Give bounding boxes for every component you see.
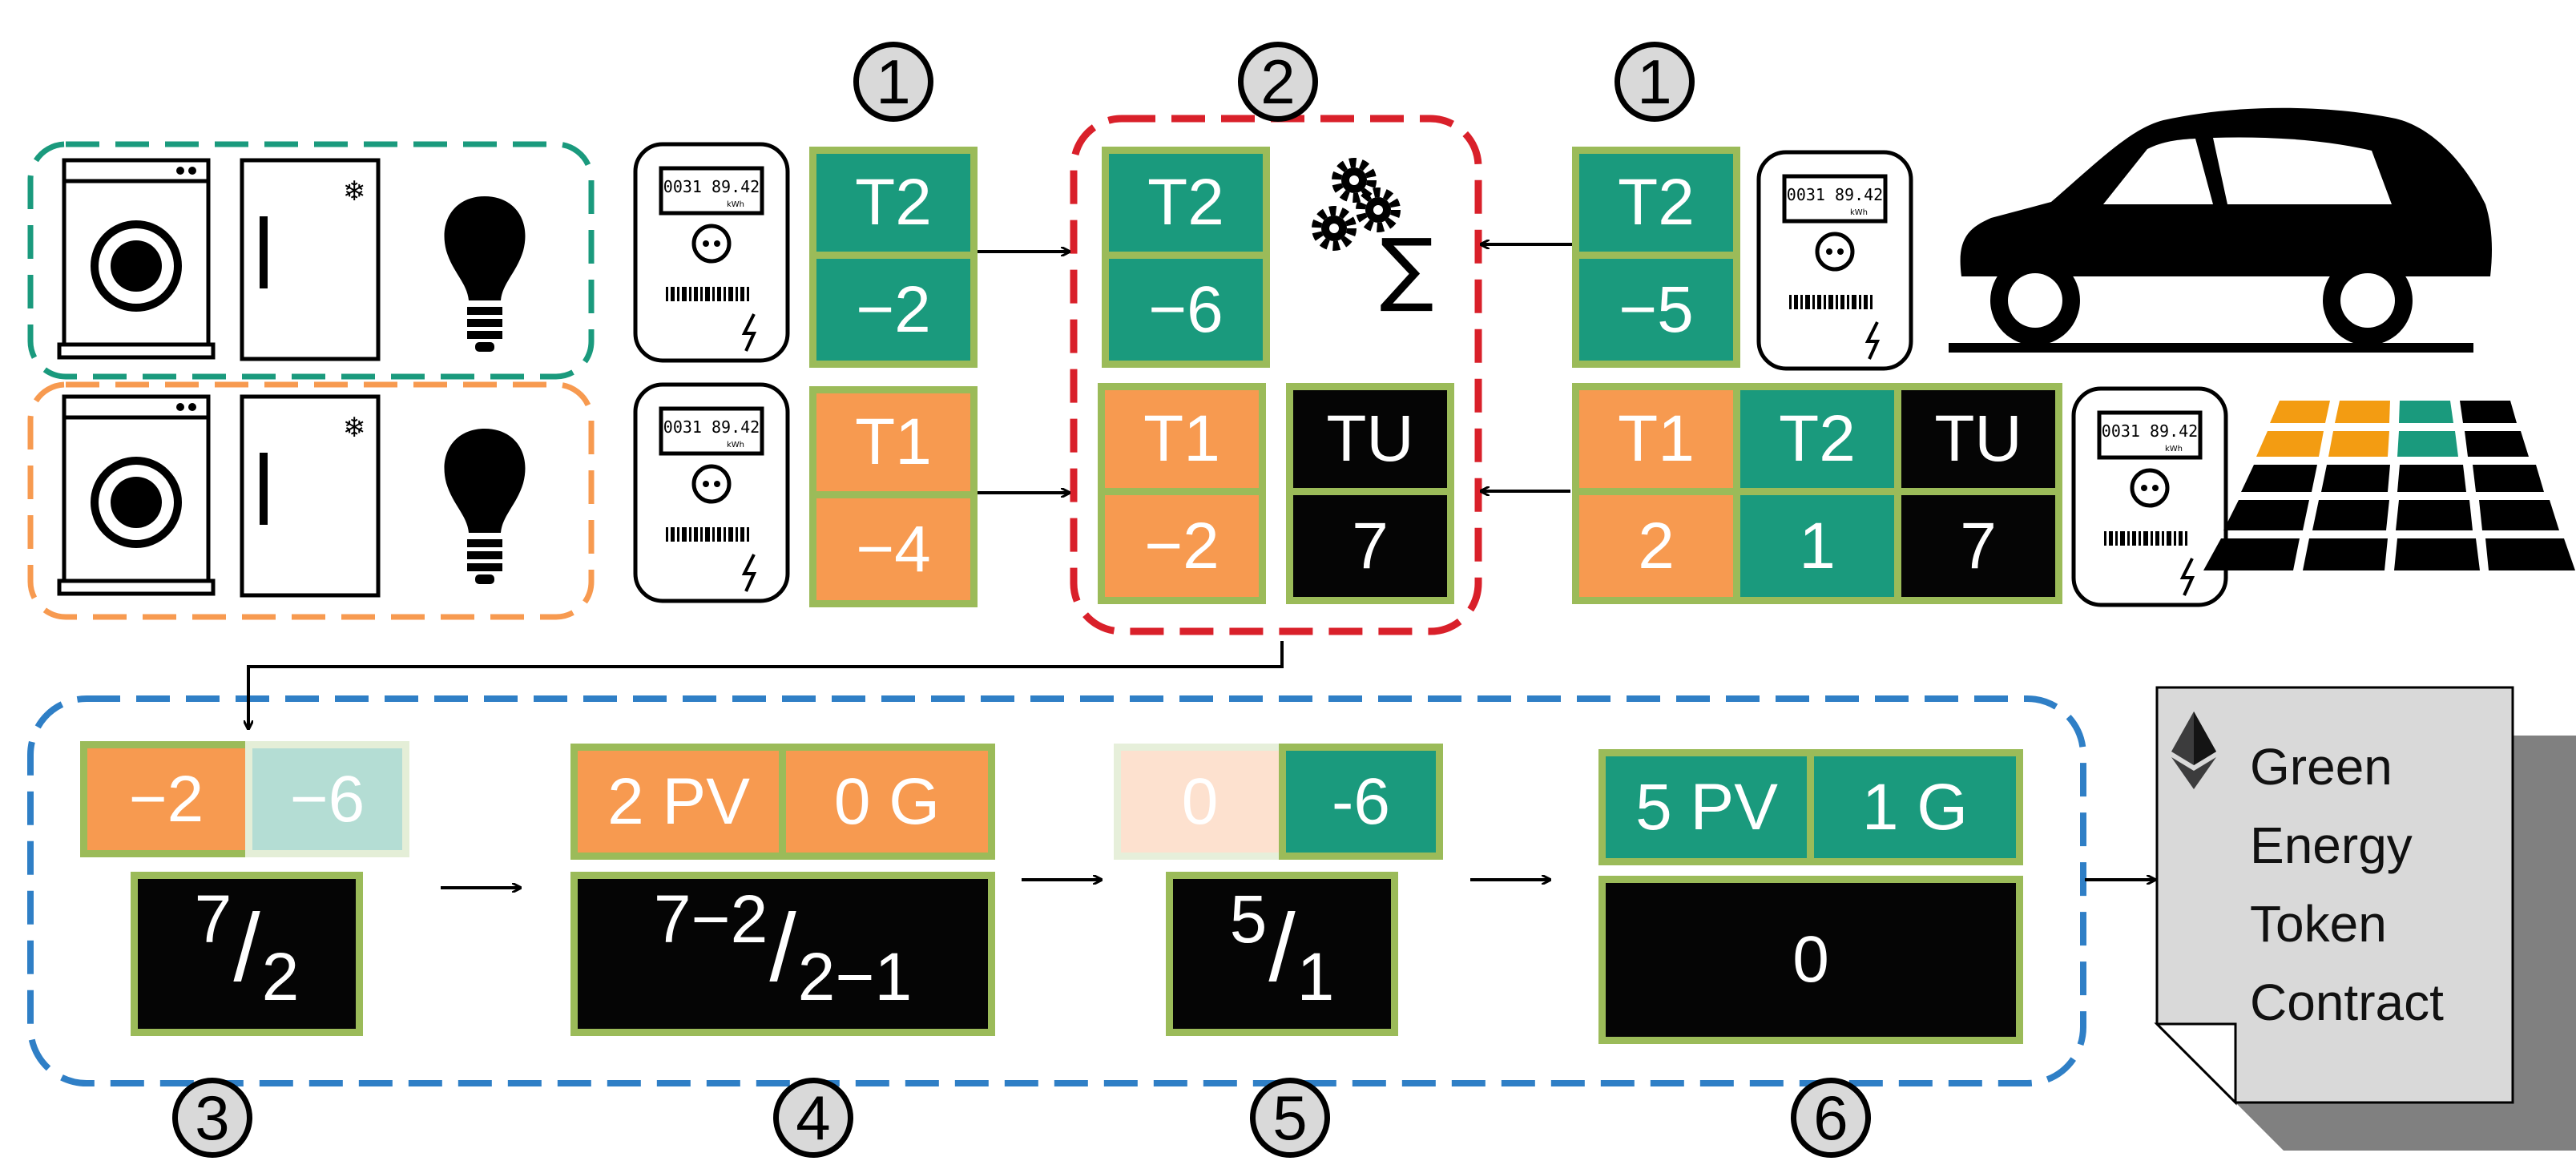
stage3-denominator: 2 — [261, 938, 300, 1014]
aggregate-t2-label: T2 — [1102, 147, 1270, 259]
process-group — [27, 695, 2086, 1086]
pv-tu-value: 7 — [1894, 488, 2062, 604]
stage4-ratio: 7−2/2−1 — [570, 872, 995, 1036]
freezer-icon — [242, 160, 378, 359]
stage4-numerator: 7−2 — [653, 881, 768, 957]
stage6-result: 0 — [1598, 876, 2023, 1044]
pv-t1-label: T1 — [1572, 383, 1740, 495]
contract-label: Green Energy Token Contract — [2250, 728, 2514, 1042]
step-5-marker: 5 — [1250, 1078, 1330, 1158]
household-1-balance: −2 — [809, 252, 978, 368]
step-1-marker: 1 — [1615, 42, 1695, 122]
household-1-group — [27, 141, 595, 380]
stage6-grid-cell: 1 G — [1807, 749, 2023, 865]
freezer-icon — [242, 397, 378, 595]
household-1-tariff: T2 — [809, 147, 978, 259]
ethereum-icon — [2171, 711, 2216, 789]
light-bulb-icon — [444, 429, 526, 584]
household-2-balance: −4 — [809, 491, 978, 607]
stage4-pv-cell: 2 PV — [570, 744, 787, 860]
step-3-marker: 3 — [172, 1078, 252, 1158]
sum-symbol: ∑ — [1380, 221, 1434, 315]
stage3-t1-cell: −2 — [80, 741, 252, 857]
pv-tu-label: TU — [1894, 383, 2062, 495]
stage5-denominator: 1 — [1296, 938, 1335, 1014]
aggregate-t1-value: −2 — [1098, 488, 1266, 604]
household-2-tariff: T1 — [809, 386, 978, 498]
stage3-ratio: 7/2 — [131, 872, 363, 1036]
contract-line-2: Energy — [2250, 816, 2413, 874]
ev-balance: −5 — [1572, 252, 1740, 368]
washing-machine-icon — [59, 397, 213, 594]
document-icon — [2154, 686, 2576, 1151]
pv-t2-label: T2 — [1733, 383, 1901, 495]
smart-meter-icon — [635, 385, 788, 601]
car-icon — [1949, 107, 2492, 353]
household-2-group — [27, 381, 595, 620]
stage6-pv-cell: 5 PV — [1598, 749, 1815, 865]
pv-t2-value: 1 — [1733, 488, 1901, 604]
stage3-t2-cell: −6 — [245, 741, 409, 857]
step-4-marker: 4 — [773, 1078, 853, 1158]
contract-line-1: Green — [2250, 738, 2393, 796]
washing-machine-icon — [59, 160, 213, 357]
aggregate-tu-label: TU — [1286, 383, 1454, 495]
contract-line-4: Contract — [2250, 973, 2444, 1031]
step-1-marker: 1 — [853, 42, 933, 122]
contract-line-3: Token — [2250, 895, 2387, 953]
stage3-numerator: 7 — [194, 881, 232, 957]
stage5-numerator: 5 — [1229, 881, 1268, 957]
aggregate-t1-label: T1 — [1098, 383, 1266, 495]
ev-tariff: T2 — [1572, 147, 1740, 259]
stage5-ratio: 5/1 — [1166, 872, 1398, 1036]
smart-meter-icon — [1759, 152, 1911, 369]
stage4-denominator: 2−1 — [797, 938, 913, 1014]
pv-t1-value: 2 — [1572, 488, 1740, 604]
aggregate-tu-value: 7 — [1286, 488, 1454, 604]
smart-meter-icon — [635, 144, 788, 361]
step-2-marker: 2 — [1238, 42, 1318, 122]
stage5-t1-cell: 0 — [1114, 744, 1286, 860]
smart-meter-icon — [2074, 389, 2226, 605]
aggregate-t2-value: −6 — [1102, 252, 1270, 368]
solar-panel-icon — [2203, 401, 2575, 570]
stage4-grid-cell: 0 G — [779, 744, 995, 860]
light-bulb-icon — [444, 196, 526, 352]
step-6-marker: 6 — [1791, 1078, 1871, 1158]
stage5-t2-cell: -6 — [1279, 744, 1443, 860]
